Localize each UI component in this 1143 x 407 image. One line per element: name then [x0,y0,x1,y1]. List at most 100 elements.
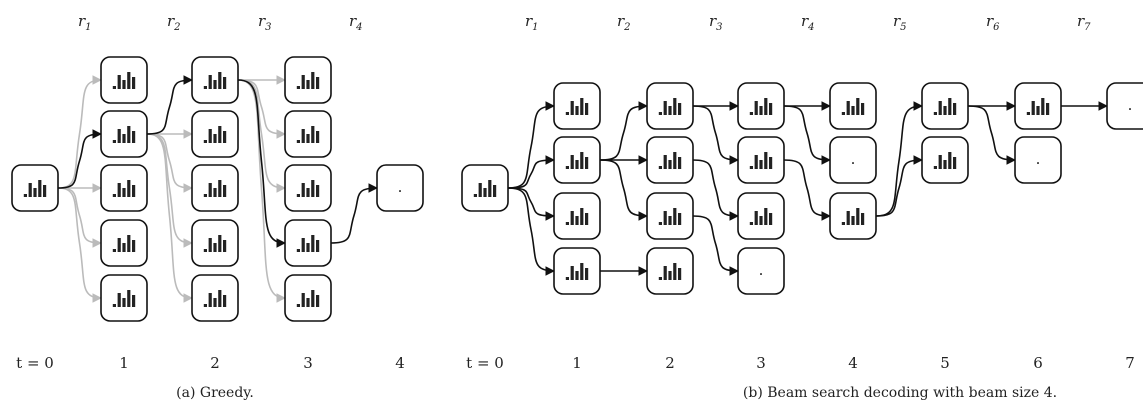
round-label-r7: r7 [1077,12,1091,33]
token-node [1014,82,1062,130]
bar-chart-icon [296,235,320,252]
bar-chart-icon [203,72,227,89]
time-label-4: 4 [395,354,405,372]
token-node [553,136,601,184]
beam-time-labels: t = 0 1 2 3 4 5 6 7 [466,354,1135,372]
token-node [191,219,239,267]
token-node [100,219,148,267]
candidate-edge [237,79,286,193]
token-node [11,164,59,212]
bar-chart-icon [841,208,865,225]
bar-chart-icon [203,126,227,143]
greedy-diagram: . r1 r2 r3 r4 t = 0 1 2 3 4 (a) Greedy. [11,12,424,401]
selected-edge [146,75,193,135]
round-label-r6: r6 [986,12,1000,33]
bar-chart-icon [203,290,227,307]
bar-chart-icon [1026,98,1050,115]
selected-edge [967,105,1016,165]
round-label-r3: r3 [709,12,723,33]
selected-edge [507,187,555,221]
token-node [737,136,785,184]
candidate-edge [146,133,193,193]
bar-chart-icon [112,290,136,307]
end-token-node: . [1014,136,1062,184]
bar-chart-icon [565,263,589,280]
bar-chart-icon [933,152,957,169]
bar-chart-icon [203,235,227,252]
beam-search-diagram: .... r1 r2 r3 r4 r5 r6 r7 t = 0 1 2 3 4 … [461,12,1143,401]
time-label-4: 4 [848,354,858,372]
end-token-symbol: . [1036,150,1041,168]
token-node [829,192,877,240]
time-label-3: 3 [756,354,766,372]
candidate-edge [57,187,102,303]
token-node [737,192,785,240]
bar-chart-icon [473,180,497,197]
greedy-panel: . r1 r2 r3 r4 t = 0 1 2 3 4 (a) Greedy. [0,0,432,407]
time-label-0: t = 0 [16,354,54,372]
bar-chart-icon [749,152,773,169]
bar-chart-icon [565,152,589,169]
selected-edge [599,159,648,221]
time-label-1: 1 [572,354,582,372]
token-node [646,247,694,295]
selected-edge [783,105,831,165]
bar-chart-icon [658,98,682,115]
token-node [461,164,509,212]
bar-chart-icon [112,180,136,197]
greedy-round-labels: r1 r2 r3 r4 [78,12,363,33]
end-token-node: . [376,164,424,212]
candidate-edge [57,187,102,248]
bar-chart-icon [749,98,773,115]
token-node [284,56,332,104]
token-node [646,82,694,130]
selected-edge [237,79,286,248]
round-label-r4: r4 [349,12,363,33]
beam-nodes: .... [461,82,1143,295]
selected-edge [57,129,102,189]
token-node [191,164,239,212]
selected-edge [692,215,739,276]
end-token-node: . [829,136,877,184]
token-node [100,164,148,212]
round-label-r1: r1 [525,12,539,33]
token-node [284,110,332,158]
node-box [1106,82,1143,130]
round-label-r4: r4 [801,12,815,33]
token-node [191,110,239,158]
token-node [100,110,148,158]
selected-edge [507,101,555,189]
time-label-2: 2 [210,354,220,372]
bar-chart-icon [296,72,320,89]
token-node [284,274,332,322]
bar-chart-icon [296,290,320,307]
selected-edge [330,183,378,244]
selected-edge [692,105,739,165]
token-node [646,192,694,240]
candidate-edge [237,79,286,139]
time-label-5: 5 [940,354,950,372]
bar-chart-icon [658,263,682,280]
greedy-nodes: . [11,56,424,322]
candidate-edge [146,133,193,303]
end-token-node: . [737,247,785,295]
bar-chart-icon [749,208,773,225]
token-node [737,82,785,130]
token-node [921,82,969,130]
end-token-symbol: . [851,150,856,168]
candidate-edge [57,75,102,189]
bar-chart-icon [112,72,136,89]
bar-chart-icon [658,208,682,225]
bar-chart-icon [296,126,320,143]
bar-chart-icon [296,180,320,197]
end-token-node: . [1106,82,1143,130]
time-label-3: 3 [303,354,313,372]
bar-chart-icon [565,98,589,115]
node-box [829,136,877,184]
bar-chart-icon [658,152,682,169]
round-label-r5: r5 [893,12,907,33]
time-label-1: 1 [119,354,129,372]
time-label-7: 7 [1125,354,1135,372]
selected-edge [599,101,648,161]
node-box [376,164,424,212]
